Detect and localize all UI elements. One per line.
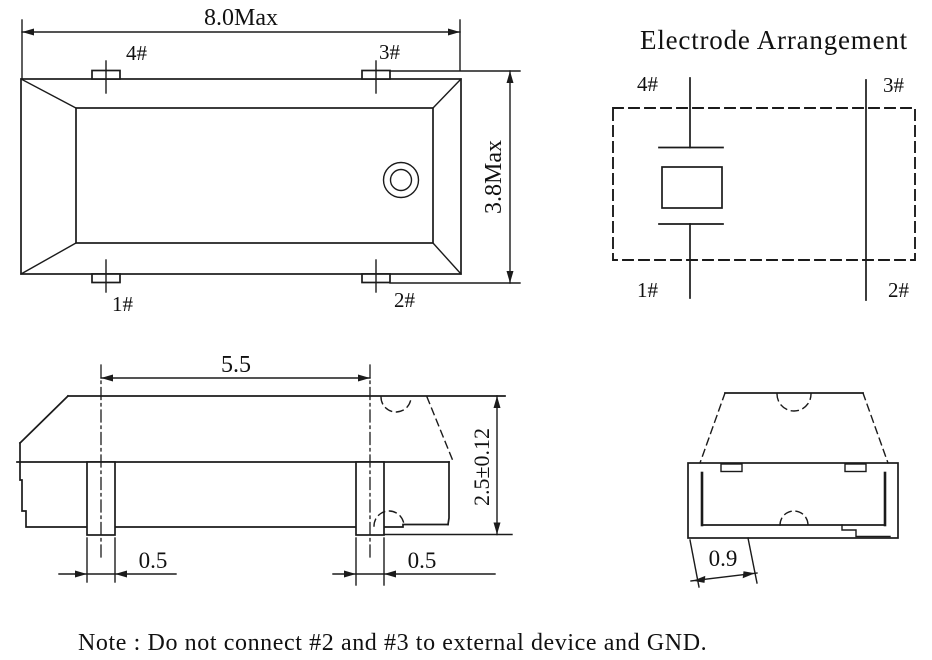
arrowhead-bottom xyxy=(493,522,501,535)
orientation-mark xyxy=(382,161,420,199)
body-outer-outline xyxy=(20,78,462,275)
arrowhead-top xyxy=(506,71,514,83)
base-left-bottom-outline xyxy=(19,461,449,528)
lid-slant-right-hidden xyxy=(862,392,889,464)
dimension-height-label: 2.5±0.12 xyxy=(469,428,494,506)
top-view-body xyxy=(20,78,462,275)
pin-label-1: 1# xyxy=(112,292,134,316)
arrowhead-right xyxy=(448,28,460,36)
arrowhead-top xyxy=(493,396,501,408)
dimension-width-label: 8.0Max xyxy=(204,5,278,31)
dimension-total-height: 2.5±0.12 xyxy=(383,395,513,536)
dimension-pin-width-left: 0.5 xyxy=(58,537,177,583)
electrode-label-4: 4# xyxy=(637,72,659,96)
pin-tab-2 xyxy=(361,259,391,293)
arrowhead-bottom xyxy=(506,271,514,283)
dimension-height-label: 3.8Max xyxy=(481,140,507,214)
lid-chamfer-right-hidden xyxy=(426,396,454,462)
orientation-mark-inner-circle xyxy=(389,168,413,192)
arrowhead-right xyxy=(358,374,370,382)
pin-label-3: 3# xyxy=(379,40,401,64)
note-text: Note : Do not connect #2 and #3 to exter… xyxy=(78,630,707,656)
lid-chamfer-left xyxy=(18,394,70,445)
bevel-edge-top-left xyxy=(20,78,77,109)
bevel-edge-bottom-left xyxy=(20,242,77,275)
electrode-label-1: 1# xyxy=(637,278,659,302)
end-view-base xyxy=(687,462,899,539)
side-view: 5.5 2.5±0.12 0.5 0.5 xyxy=(16,352,513,586)
arrowhead-right xyxy=(115,570,127,578)
dimension-pin-width-right: 0.5 xyxy=(332,537,496,586)
arrowhead-left xyxy=(75,570,87,578)
pin-tab-4 xyxy=(91,60,121,94)
end-view-lid xyxy=(699,392,889,464)
arrowhead-left xyxy=(101,374,113,382)
pin-label-2: 2# xyxy=(394,288,416,312)
end-view: 0.9 xyxy=(687,392,899,588)
hidden-arc-bottom xyxy=(779,510,809,526)
dimension-pad-span: 5.5 xyxy=(100,352,371,382)
dimension-pin-left-label: 0.5 xyxy=(139,548,168,573)
electrode-label-2: 2# xyxy=(888,278,910,302)
cover-outline xyxy=(687,462,899,539)
hidden-arc-bottom xyxy=(373,510,405,527)
cover-step-bottom-right xyxy=(841,524,891,538)
arrowhead-right xyxy=(742,571,755,579)
dimension-pad-span-label: 5.5 xyxy=(221,352,251,378)
pin-tab-3 xyxy=(361,60,391,94)
cover-notch-left xyxy=(720,463,743,473)
bevel-edge-bottom-right xyxy=(432,242,462,275)
arrowhead-left xyxy=(22,28,34,36)
cover-notch-right xyxy=(844,463,867,473)
pin-label-4: 4# xyxy=(126,41,148,65)
dimension-body-height: 3.8Max xyxy=(389,70,521,284)
arrowhead-right xyxy=(384,570,396,578)
pin-tab-1 xyxy=(91,259,121,293)
electrode-arrangement-title: Electrode Arrangement xyxy=(640,25,908,55)
bevel-edge-top-right xyxy=(432,78,462,109)
dimension-lead-label: 0.9 xyxy=(709,546,738,571)
orientation-mark-outer-circle xyxy=(382,161,420,199)
lid-slant-left-hidden xyxy=(699,392,726,464)
electrode-arrangement: Electrode Arrangement 4# 3# 1# 2# xyxy=(612,25,916,302)
hidden-arc-top xyxy=(380,396,412,413)
crystal-symbol xyxy=(658,77,724,299)
base-right-edge xyxy=(447,461,450,526)
dimension-pin-right-label: 0.5 xyxy=(408,548,437,573)
arrowhead-left xyxy=(693,575,706,583)
crystal-element xyxy=(661,166,723,209)
dimension-body-width: 8.0Max xyxy=(21,5,461,79)
dimension-lead-width: 0.9 xyxy=(689,537,758,588)
top-view: 4# 3# 1# 2# 8.0Max 3.8Max xyxy=(20,5,521,316)
hidden-arc-top xyxy=(776,393,812,412)
arrowhead-left xyxy=(344,570,356,578)
extension-line xyxy=(747,537,758,584)
package-boundary-dashed xyxy=(612,107,916,261)
body-inner-outline xyxy=(75,107,434,244)
electrode-label-3: 3# xyxy=(883,73,905,97)
